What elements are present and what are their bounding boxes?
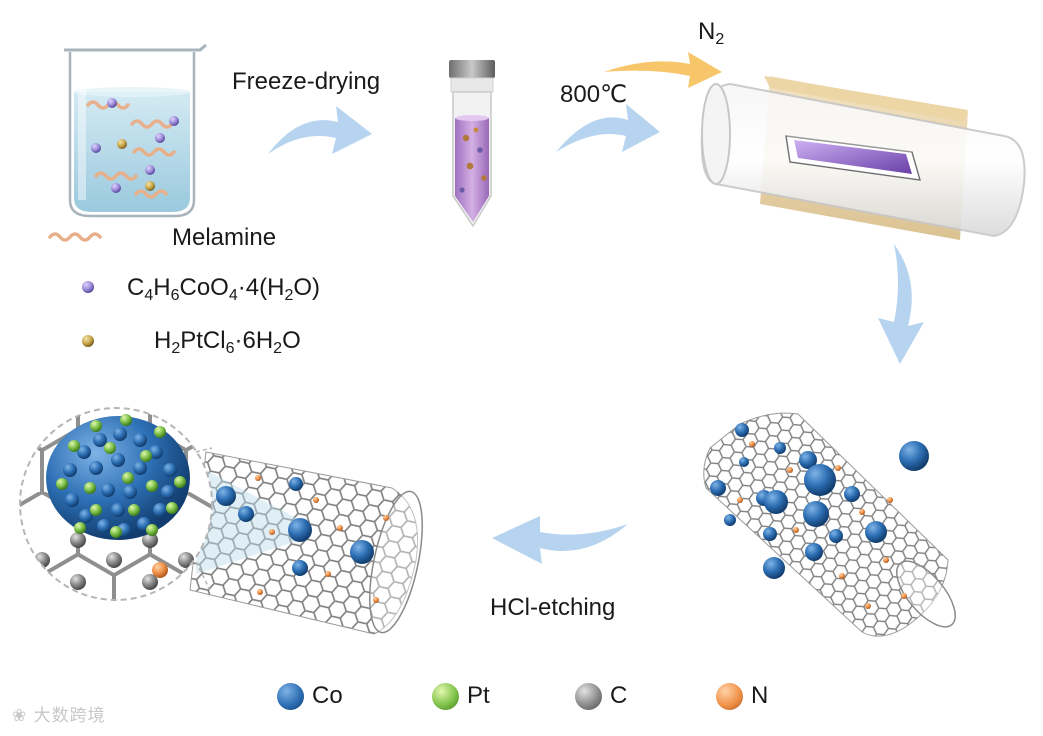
cnt-ptco <box>189 451 423 635</box>
legend-label: C <box>610 682 628 709</box>
tube-furnace <box>700 76 1026 240</box>
carbon-ball-icon <box>575 682 602 710</box>
sample-tube <box>449 60 495 228</box>
gas-label: N2 <box>698 18 725 48</box>
watermark-logo-icon: ❀ <box>12 706 28 726</box>
legend-label: Pt <box>467 682 490 709</box>
watermark: ❀ 大数跨境 <box>12 706 106 726</box>
legend-item-co: Co <box>277 682 343 710</box>
melamine-label: Melamine <box>172 224 277 251</box>
reagent-key-markers <box>48 232 102 347</box>
legend-item-n: N <box>716 682 768 710</box>
legend-item-pt: Pt <box>432 682 490 710</box>
nitrogen-ball-icon <box>716 682 743 710</box>
temperature-label: 800℃ <box>560 81 627 108</box>
legend-item-c: C <box>575 682 627 710</box>
magnified-view <box>19 407 213 601</box>
cobalt-salt-label: C4H6CoO4·4(H2O) <box>127 274 321 304</box>
platinum-ball-icon <box>432 682 459 710</box>
freeze-drying-label: Freeze-drying <box>232 68 381 95</box>
legend-label: Co <box>312 682 343 709</box>
flow-arrows <box>268 104 924 564</box>
beaker <box>64 43 207 218</box>
gas-arrow <box>604 52 722 88</box>
cnt-cobalt <box>703 412 956 637</box>
legend-label: N <box>751 682 769 709</box>
hcl-etching-label: HCl-etching <box>490 594 616 621</box>
platinum-salt-label: H2PtCl6·6H2O <box>154 327 301 357</box>
cobalt-ball-icon <box>277 682 304 710</box>
